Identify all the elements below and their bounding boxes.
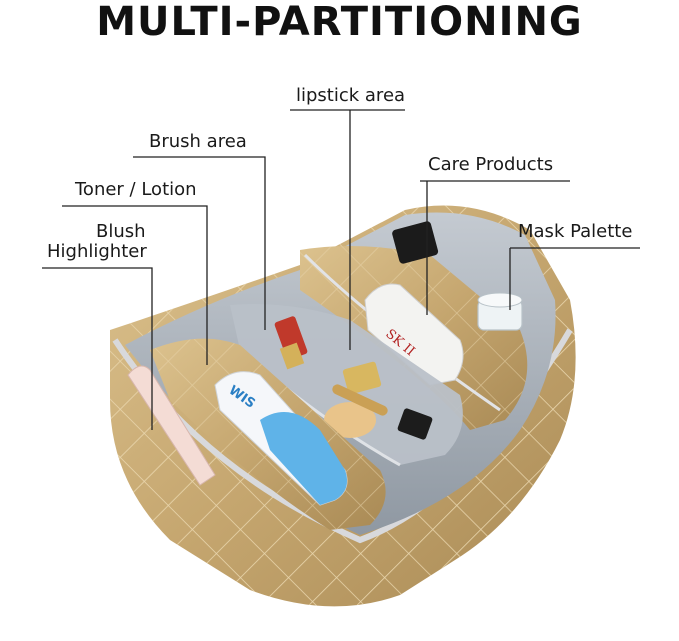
brush-sponge xyxy=(324,384,388,438)
blush-leader xyxy=(42,267,153,430)
gold-compact xyxy=(342,361,382,395)
black-compact xyxy=(397,408,433,440)
care-products-label: Care Products xyxy=(428,154,554,175)
highlighter-label: Highlighter xyxy=(47,241,147,262)
lipstick xyxy=(274,316,308,370)
brush-leader xyxy=(133,156,266,330)
toner-leader xyxy=(62,205,208,365)
leader-lines xyxy=(42,109,640,430)
blush-tube xyxy=(127,365,216,486)
mask-palette-label: Mask Palette xyxy=(518,221,633,242)
blush-label: Blush xyxy=(96,221,146,242)
care-product-bottle: SK II xyxy=(364,283,464,386)
page-title: MULTI-PARTITIONING xyxy=(96,0,583,45)
clear-jar xyxy=(477,292,523,331)
brush-area-label: Brush area xyxy=(149,131,247,152)
toner-lotion-label: Toner / Lotion xyxy=(75,179,197,200)
lipstick-area-label: lipstick area xyxy=(296,85,406,106)
toner-bottle: WIS xyxy=(214,371,348,506)
